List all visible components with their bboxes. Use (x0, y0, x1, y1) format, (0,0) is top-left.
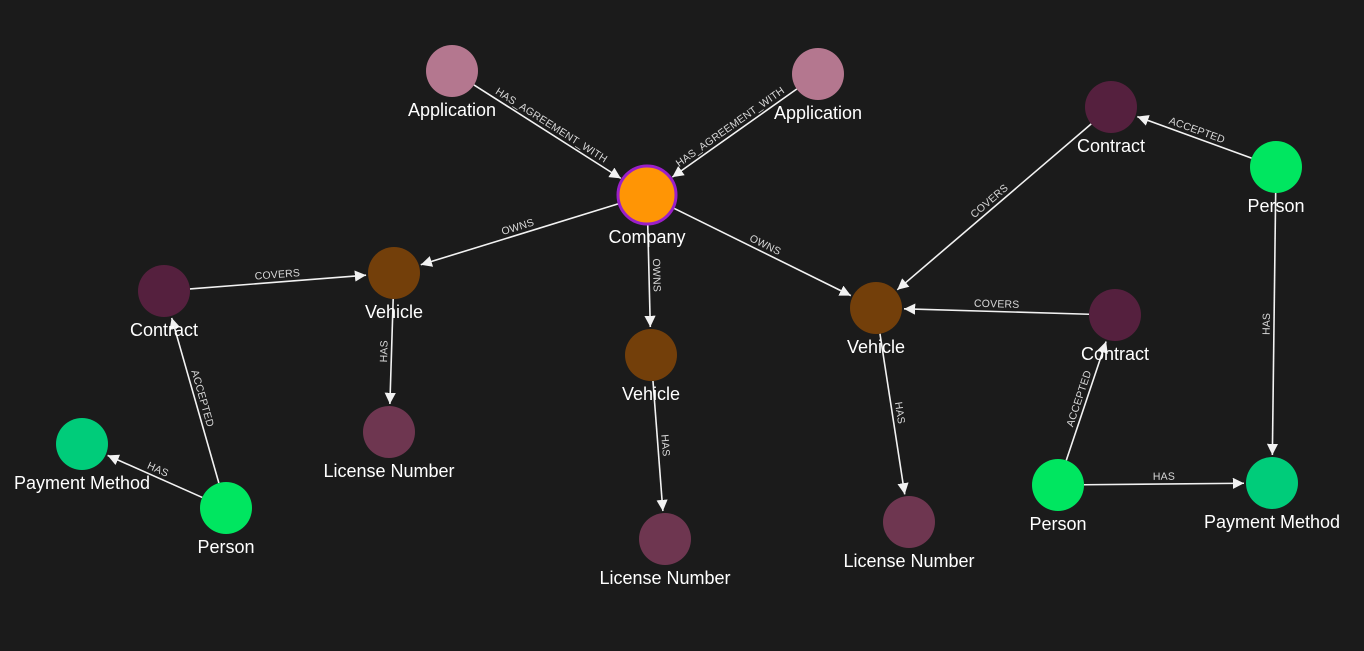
node-circle[interactable] (1246, 457, 1298, 509)
edge-covers-conTR-vehR[interactable]: COVERS (896, 123, 1092, 291)
edge-label: HAS (892, 401, 907, 425)
edge-line[interactable] (672, 207, 852, 297)
node-contract-conTR[interactable]: Contract (1077, 81, 1145, 156)
node-label: Vehicle (622, 384, 680, 404)
edge-covers-conL-vehL[interactable]: COVERS (189, 267, 367, 290)
node-label: Contract (1081, 344, 1149, 364)
edge-has-vehC-licC[interactable]: HAS (652, 380, 672, 512)
node-circle[interactable] (792, 48, 844, 100)
edge-label: HAS (378, 340, 391, 363)
node-circle[interactable] (200, 482, 252, 534)
edge-line[interactable] (644, 223, 656, 328)
node-circle[interactable] (616, 164, 678, 226)
node-payment-method-payR[interactable]: Payment Method (1204, 457, 1340, 532)
edge-label: OWNS (747, 232, 782, 258)
node-label: Person (197, 537, 254, 557)
edge-has-agreement-with-app2-company[interactable]: HAS_AGREEMENT_WITH (671, 85, 798, 178)
node-label: Person (1247, 196, 1304, 216)
node-circle[interactable] (883, 496, 935, 548)
edge-line[interactable] (903, 303, 1090, 316)
edge-accepted-perL-conL[interactable]: ACCEPTED (169, 317, 220, 484)
node-label: Person (1029, 514, 1086, 534)
edge-label: HAS_AGREEMENT_WITH (493, 86, 609, 166)
node-vehicle-vehL[interactable]: Vehicle (365, 247, 423, 322)
node-person-perL[interactable]: Person (197, 482, 255, 557)
node-contract-conR[interactable]: Contract (1081, 289, 1149, 364)
edge-label: HAS_AGREEMENT_WITH (674, 85, 787, 170)
edge-line[interactable] (1083, 477, 1245, 489)
node-circle[interactable] (426, 45, 478, 97)
node-circle[interactable] (138, 265, 190, 317)
edge-line[interactable] (1137, 115, 1252, 159)
edge-owns-company-vehR[interactable]: OWNS (672, 207, 852, 297)
node-application-app1[interactable]: Application (408, 45, 496, 120)
edge-label: COVERS (254, 267, 300, 283)
node-application-app2[interactable]: Application (774, 48, 862, 123)
node-circle[interactable] (625, 329, 677, 381)
edge-line[interactable] (671, 88, 798, 178)
node-label: Vehicle (847, 337, 905, 357)
node-license-number-licL[interactable]: License Number (323, 406, 455, 481)
node-circle[interactable] (368, 247, 420, 299)
node-payment-method-payL[interactable]: Payment Method (14, 418, 150, 493)
edge-label: COVERS (968, 182, 1010, 221)
edge-line[interactable] (107, 454, 203, 499)
node-person-perTR[interactable]: Person (1247, 141, 1305, 216)
node-label: Contract (130, 320, 198, 340)
edge-has-vehR-licR[interactable]: HAS (879, 333, 909, 495)
node-label: License Number (323, 461, 454, 481)
edge-line[interactable] (879, 333, 909, 495)
edge-label: HAS (1261, 313, 1273, 335)
node-vehicle-vehC[interactable]: Vehicle (622, 329, 680, 404)
node-contract-conL[interactable]: Contract (130, 265, 198, 340)
node-circle[interactable] (639, 513, 691, 565)
node-circle[interactable] (363, 406, 415, 458)
node-circle[interactable] (1032, 459, 1084, 511)
node-label: Application (408, 100, 496, 120)
node-label: Payment Method (1204, 512, 1340, 532)
edge-line[interactable] (189, 270, 367, 290)
node-label: Application (774, 103, 862, 123)
node-circle[interactable] (850, 282, 902, 334)
node-circle[interactable] (1250, 141, 1302, 193)
node-circle[interactable] (1085, 81, 1137, 133)
edge-line[interactable] (169, 317, 220, 484)
edge-has-perTR-payR[interactable]: HAS (1261, 192, 1279, 456)
edge-owns-company-vehL[interactable]: OWNS (420, 202, 620, 267)
node-label: Vehicle (365, 302, 423, 322)
edge-has-vehL-licL[interactable]: HAS (378, 298, 396, 405)
node-company-company[interactable]: Company (608, 164, 686, 247)
edge-line[interactable] (384, 298, 396, 405)
edge-line[interactable] (896, 123, 1092, 291)
edge-label: HAS (658, 434, 672, 457)
node-vehicle-vehR[interactable]: Vehicle (847, 282, 905, 357)
edge-owns-company-vehC[interactable]: OWNS (644, 223, 663, 328)
node-circle[interactable] (1089, 289, 1141, 341)
edge-line[interactable] (473, 84, 622, 180)
node-label: Contract (1077, 136, 1145, 156)
node-label: Company (608, 227, 685, 247)
node-license-number-licR[interactable]: License Number (843, 496, 975, 571)
edge-label: OWNS (650, 258, 663, 292)
node-person-perBR[interactable]: Person (1029, 459, 1087, 534)
edge-accepted-perTR-conTR[interactable]: ACCEPTED (1137, 115, 1252, 159)
edge-covers-conR-vehR[interactable]: COVERS (903, 298, 1090, 316)
edge-has-agreement-with-app1-company[interactable]: HAS_AGREEMENT_WITH (473, 84, 622, 180)
edge-label: COVERS (974, 298, 1020, 311)
edge-label: HAS (1153, 471, 1175, 483)
node-license-number-licC[interactable]: License Number (599, 513, 731, 588)
edge-label: ACCEPTED (188, 369, 216, 429)
edge-line[interactable] (1065, 341, 1108, 461)
edge-line[interactable] (420, 202, 620, 267)
node-label: Payment Method (14, 473, 150, 493)
node-circle[interactable] (56, 418, 108, 470)
edge-has-perBR-payR[interactable]: HAS (1083, 471, 1245, 489)
node-label: License Number (599, 568, 730, 588)
node-label: License Number (843, 551, 974, 571)
edge-line[interactable] (652, 380, 668, 512)
edge-line[interactable] (1266, 192, 1279, 456)
